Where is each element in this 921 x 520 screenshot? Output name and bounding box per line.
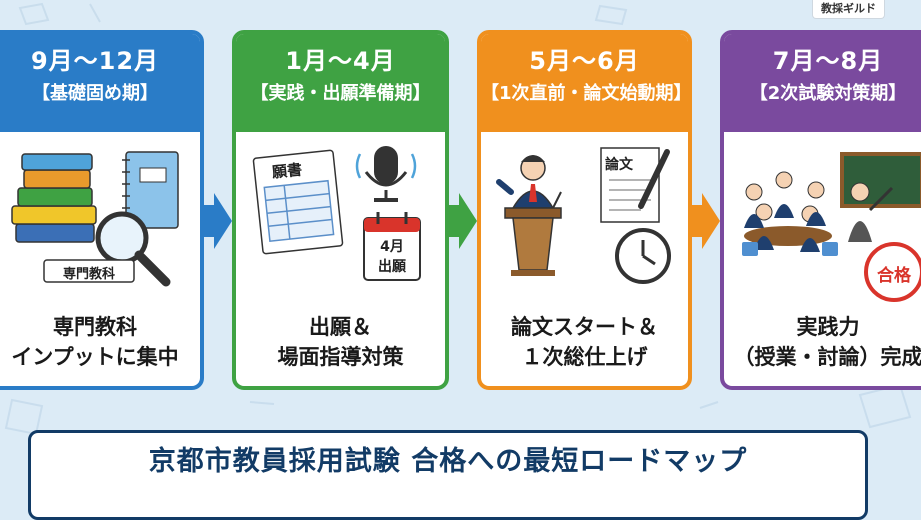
step-3-phase: 【1次直前・論文始動期】 bbox=[481, 83, 692, 104]
calendar-month-label: 4月 bbox=[380, 239, 404, 255]
step-card-2-header: 1月〜4月 【実践・出願準備期】 bbox=[236, 34, 445, 132]
step-2-phase: 【実践・出願準備期】 bbox=[250, 83, 431, 104]
step-4-month: 7月〜8月 bbox=[772, 47, 884, 75]
step-2-month: 1月〜4月 bbox=[285, 47, 396, 75]
step-1-illustration: 専門教科 bbox=[0, 132, 200, 304]
step-4-description: 実践力 （授業・討論）完成 bbox=[733, 315, 921, 369]
step-1-phase: 【基礎固め期】 bbox=[32, 83, 158, 104]
calendar-event-label: 出願 bbox=[378, 259, 406, 275]
brand-badge: 教採ギルド bbox=[812, 0, 885, 19]
books-icon bbox=[11, 153, 97, 243]
speaker-podium-icon bbox=[496, 155, 562, 276]
calendar-icon bbox=[363, 212, 421, 281]
discussion-group-icon bbox=[742, 171, 838, 256]
step-1-description: 専門教科 インプットに集中 bbox=[11, 315, 179, 369]
pass-stamp-label: 合格 bbox=[877, 266, 911, 286]
pass-stamp-icon bbox=[864, 242, 921, 302]
arrow-right-icon bbox=[692, 193, 720, 249]
step-card-1-header: 9月〜12月 【基礎固め期】 bbox=[0, 34, 200, 132]
step-card-4: 7月〜8月 【2次試験対策期】 bbox=[720, 30, 921, 390]
step-3-month: 5月〜6月 bbox=[529, 47, 640, 75]
step-card-3: 5月〜6月 【1次直前・論文始動期】 bbox=[477, 30, 692, 390]
application-form-icon bbox=[252, 149, 344, 255]
roadmap-title: 京都市教員採用試験 合格への最短ロードマップ bbox=[148, 446, 748, 477]
notebook-icon bbox=[122, 151, 179, 229]
step-2-illustration: 願書 4月 出願 bbox=[236, 132, 445, 304]
step-3-illustration: 論文 bbox=[481, 132, 688, 304]
step-4-illustration: 合格 bbox=[724, 132, 921, 304]
essay-pen-icon bbox=[600, 147, 670, 223]
essay-label: 論文 bbox=[605, 157, 633, 173]
step-card-4-header: 7月〜8月 【2次試験対策期】 bbox=[724, 34, 921, 132]
roadmap-title-banner: 京都市教員採用試験 合格への最短ロードマップ bbox=[28, 430, 868, 520]
arrow-right-icon bbox=[204, 193, 232, 249]
teacher-blackboard-icon bbox=[840, 152, 921, 242]
arrow-right-icon bbox=[449, 193, 477, 249]
step-card-1: 9月〜12月 【基礎固め期】 bbox=[0, 30, 204, 390]
application-form-label: 願書 bbox=[271, 160, 303, 182]
step-2-description: 出願＆ 場面指導対策 bbox=[277, 315, 404, 369]
step-3-description: 論文スタート＆ １次総仕上げ bbox=[511, 315, 658, 369]
microphone-icon bbox=[355, 146, 417, 202]
step-4-phase: 【2次試験対策期】 bbox=[749, 83, 907, 104]
step-card-3-header: 5月〜6月 【1次直前・論文始動期】 bbox=[481, 34, 688, 132]
clock-icon bbox=[615, 228, 671, 284]
subject-label: 専門教科 bbox=[62, 267, 115, 282]
step-card-2: 1月〜4月 【実践・出願準備期】 bbox=[232, 30, 449, 390]
step-1-month: 9月〜12月 bbox=[30, 47, 160, 75]
